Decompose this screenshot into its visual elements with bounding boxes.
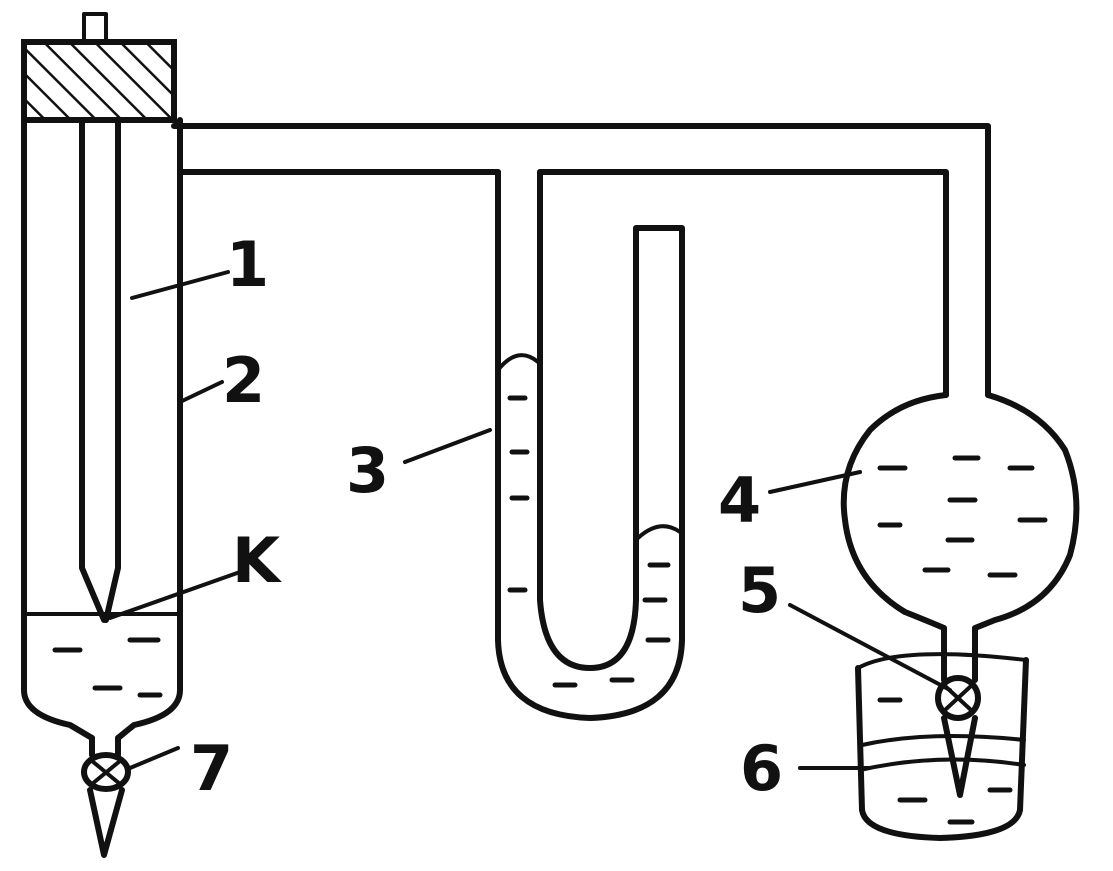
label-2: 2 bbox=[222, 344, 265, 417]
label-7: 7 bbox=[190, 732, 233, 805]
stopcock-7 bbox=[81, 735, 131, 858]
u-tube-manometer-3 bbox=[495, 169, 685, 721]
connecting-tube bbox=[171, 123, 991, 398]
label-6: 6 bbox=[740, 732, 783, 805]
label-3: 3 bbox=[346, 434, 389, 507]
label-4: 4 bbox=[718, 464, 761, 537]
stopper bbox=[21, 12, 177, 123]
label-5: 5 bbox=[738, 554, 781, 627]
leader-lines bbox=[108, 270, 952, 770]
label-1: 1 bbox=[226, 228, 269, 301]
outer-tube-2 bbox=[21, 117, 183, 741]
flask-4 bbox=[840, 392, 1080, 683]
beaker-6 bbox=[855, 652, 1029, 841]
stopcock-5 bbox=[935, 675, 981, 798]
inner-tube-1 bbox=[79, 117, 121, 623]
label-k: K bbox=[232, 524, 282, 597]
